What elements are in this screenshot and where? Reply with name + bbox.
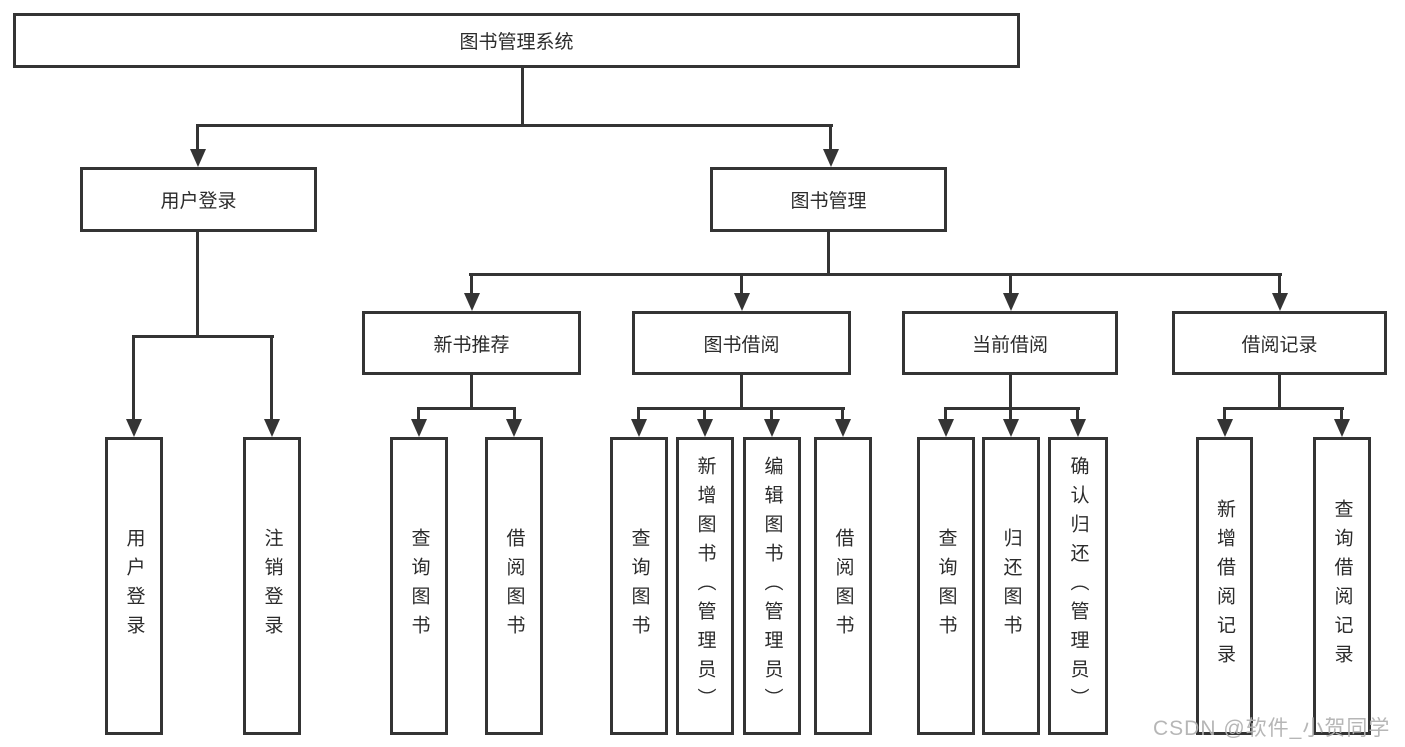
node-library-system-label: 图书管理系统 (459, 32, 574, 53)
arrowhead-down (1334, 419, 1350, 437)
leaf-label: 查询图书 (628, 528, 650, 644)
leaf-label: 编辑图书（管理员） (761, 455, 783, 717)
node-current-borrowing-label: 当前借阅 (971, 334, 1048, 356)
arrowhead-down (835, 419, 851, 437)
leaf-label: 新增借阅记录 (1214, 499, 1235, 673)
connector-drop (1223, 407, 1226, 419)
connector-drop (841, 407, 844, 419)
connector-drop (417, 407, 420, 419)
leaf-add-borrow-record: 新增借阅记录 (1196, 437, 1253, 735)
arrowhead-down (464, 293, 480, 311)
node-book-management: 图书管理 (710, 167, 947, 232)
connector-drop (470, 273, 473, 293)
connector-book-mgmt-drop (829, 124, 832, 149)
leaf-label: 借阅图书 (832, 528, 854, 644)
connector-borrowing-rail (637, 407, 845, 410)
arrowhead-down (697, 419, 713, 437)
leaf-label: 新增图书（管理员） (694, 455, 716, 717)
connector-drop (770, 407, 773, 419)
connector-drop (703, 407, 706, 419)
leaf-return-books: 归还图书 (982, 437, 1040, 735)
connector-drop (1009, 273, 1012, 293)
connector-new-books-rail (417, 407, 516, 410)
leaf-label: 注销登录 (261, 528, 283, 644)
node-book-borrowing: 图书借阅 (632, 311, 851, 375)
connector-drop (1340, 407, 1343, 419)
connector-drop (270, 335, 273, 419)
leaf-borrow-books-recommend: 借阅图书 (485, 437, 543, 735)
arrowhead-down (631, 419, 647, 437)
leaf-label: 借阅图书 (503, 528, 525, 644)
leaf-label: 用户登录 (123, 528, 145, 644)
leaf-edit-book-admin: 编辑图书（管理员） (743, 437, 801, 735)
arrowhead-down (1070, 419, 1086, 437)
connector-borrowing-stem (740, 375, 743, 407)
connector-records-rail (1223, 407, 1344, 410)
connector-drop (1076, 407, 1079, 419)
node-borrow-records: 借阅记录 (1172, 311, 1387, 375)
connector-level3-rail (469, 273, 1282, 276)
csdn-watermark: CSDN @软件_小贺同学 (1153, 717, 1391, 740)
connector-root-stem (521, 68, 524, 124)
node-current-borrowing: 当前借阅 (902, 311, 1118, 375)
leaf-label: 确认归还（管理员） (1067, 455, 1089, 717)
arrowhead-down (1003, 293, 1019, 311)
leaf-query-books-borrowing: 查询图书 (610, 437, 668, 735)
connector-user-login-stem (196, 232, 199, 335)
connector-drop (1278, 273, 1281, 293)
connector-drop (637, 407, 640, 419)
connector-drop (1009, 407, 1012, 419)
leaf-query-books-recommend: 查询图书 (390, 437, 448, 735)
leaf-query-books-current: 查询图书 (917, 437, 975, 735)
leaf-user-login: 用户登录 (105, 437, 163, 735)
node-new-book-recommend-label: 新书推荐 (433, 334, 510, 356)
leaf-add-book-admin: 新增图书（管理员） (676, 437, 734, 735)
arrowhead-down (1217, 419, 1233, 437)
leaf-borrow-books-borrowing: 借阅图书 (814, 437, 872, 735)
node-user-login-label: 用户登录 (160, 191, 237, 212)
connector-new-books-stem (470, 375, 473, 407)
connector-drop (132, 335, 135, 419)
arrowhead-down (190, 149, 206, 167)
connector-drop (944, 407, 947, 419)
arrowhead-down (506, 419, 522, 437)
connector-current-stem (1009, 375, 1012, 407)
node-library-system: 图书管理系统 (13, 13, 1020, 68)
arrowhead-down (1003, 419, 1019, 437)
leaf-label: 查询图书 (935, 528, 957, 644)
arrowhead-down (938, 419, 954, 437)
connector-level2-rail (196, 124, 833, 127)
connector-book-mgmt-stem (827, 232, 830, 273)
leaf-query-borrow-record: 查询借阅记录 (1313, 437, 1371, 735)
connector-records-stem (1278, 375, 1281, 407)
leaf-confirm-return-admin: 确认归还（管理员） (1048, 437, 1108, 735)
node-new-book-recommend: 新书推荐 (362, 311, 581, 375)
connector-current-rail (944, 407, 1080, 410)
leaf-label: 查询图书 (408, 528, 430, 644)
arrowhead-down (1272, 293, 1288, 311)
connector-drop (740, 273, 743, 293)
connector-user-login-rail (132, 335, 274, 338)
connector-user-login-drop (196, 124, 199, 149)
node-borrow-records-label: 借阅记录 (1241, 334, 1318, 356)
leaf-label: 查询借阅记录 (1331, 499, 1353, 673)
connector-drop (513, 407, 516, 419)
arrowhead-down (734, 293, 750, 311)
leaf-label: 归还图书 (1000, 528, 1022, 644)
arrowhead-down (126, 419, 142, 437)
node-book-borrowing-label: 图书借阅 (703, 334, 780, 356)
leaf-logout: 注销登录 (243, 437, 301, 735)
arrowhead-down (411, 419, 427, 437)
arrowhead-down (264, 419, 280, 437)
arrowhead-down (823, 149, 839, 167)
node-book-management-label: 图书管理 (790, 191, 867, 212)
node-user-login: 用户登录 (80, 167, 317, 232)
arrowhead-down (764, 419, 780, 437)
